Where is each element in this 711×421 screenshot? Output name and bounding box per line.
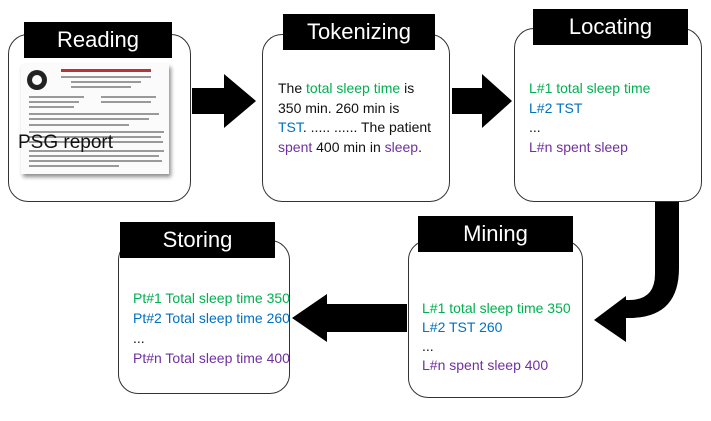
locating-text-line-3-segment-1: ... [529, 119, 541, 135]
reading-label: Reading [24, 22, 172, 58]
locating-text-line-2-segment-1: L#2 TST [529, 99, 583, 116]
psg-report-caption: PSG report [18, 132, 114, 153]
mining-text-line-1-segment-1: L#1 total sleep time 350 [422, 300, 571, 316]
arrow-locating-to-mining [594, 180, 679, 342]
storing-text-line-3-segment-1: ... [133, 330, 145, 346]
storing-text-line-4: Pt#n Total sleep time 400 [133, 348, 290, 368]
locating-text-line-2: L#2 TST [529, 98, 582, 118]
locating-label: Locating [533, 9, 688, 45]
locating-text-line-4-segment-1: L#n spent sleep [529, 138, 628, 155]
mining-text-line-3: ... [422, 336, 434, 356]
tokenizing-text-line-2: 350 min. 260 min is [278, 98, 399, 118]
tokenizing-label: Tokenizing [283, 14, 435, 50]
tokenizing-text-line-4-segment-4: . [418, 138, 422, 155]
mining-box [408, 240, 583, 398]
locating-text-line-1-segment-1: L#1 total sleep time [529, 80, 651, 96]
locating-text-line-3: ... [529, 117, 541, 137]
storing-label: Storing [120, 222, 275, 258]
locating-text-line-4: L#n spent sleep [529, 137, 628, 157]
tokenizing-text-line-1-segment-2: total sleep time [306, 80, 401, 96]
storing-text-line-2: Pt#2 Total sleep time 260 [133, 308, 290, 328]
mining-text-line-4-segment-1: L#n spent sleep 400 [422, 357, 549, 373]
tokenizing-text-line-4-segment-2: 400 min in [312, 138, 385, 155]
psg-report-thumbnail [21, 64, 169, 174]
locating-box [514, 28, 702, 202]
tokenizing-text-line-4-segment-3: sleep [384, 138, 419, 155]
mining-text-line-2: L#2 TST 260 [422, 317, 502, 337]
storing-text-line-3: ... [133, 328, 145, 348]
tokenizing-text-line-4: spent 400 min in sleep. [278, 137, 422, 157]
arrow-mining-to-storing [292, 294, 407, 342]
tokenizing-box [262, 34, 450, 202]
storing-text-line-2-segment-1: Pt#2 Total sleep time 260 [133, 310, 290, 326]
mining-text-line-1: L#1 total sleep time 350 [422, 298, 571, 318]
tokenizing-text-line-3-segment-2: . ..... ...... The patient [302, 119, 432, 135]
storing-box [118, 240, 290, 394]
mining-label: Mining [418, 216, 573, 252]
mining-text-line-3-segment-1: ... [422, 338, 434, 354]
report-logo-icon [27, 70, 47, 90]
locating-text-line-1: L#1 total sleep time [529, 78, 650, 98]
tokenizing-text-line-2-segment-1: 350 min. 260 min is [278, 99, 400, 116]
mining-text-line-4: L#n spent sleep 400 [422, 355, 548, 375]
arrow-reading-to-tokenizing [192, 74, 256, 128]
storing-text-line-4-segment-1: Pt#n Total sleep time 400 [133, 350, 290, 366]
tokenizing-text-line-1: The total sleep time is [278, 78, 414, 98]
tokenizing-text-line-4-segment-1: spent [278, 138, 313, 155]
storing-text-line-1-segment-1: Pt#1 Total sleep time 350 [133, 290, 290, 306]
tokenizing-text-line-3: TST. ..... ...... The patient [278, 117, 431, 137]
mining-text-line-2-segment-1: L#2 TST 260 [422, 319, 503, 335]
tokenizing-text-line-1-segment-3: is [400, 80, 415, 96]
tokenizing-text-line-3-segment-1: TST [278, 119, 303, 135]
arrow-tokenizing-to-locating [452, 74, 512, 128]
storing-text-line-1: Pt#1 Total sleep time 350 [133, 288, 290, 308]
tokenizing-text-line-1-segment-1: The [278, 80, 307, 96]
